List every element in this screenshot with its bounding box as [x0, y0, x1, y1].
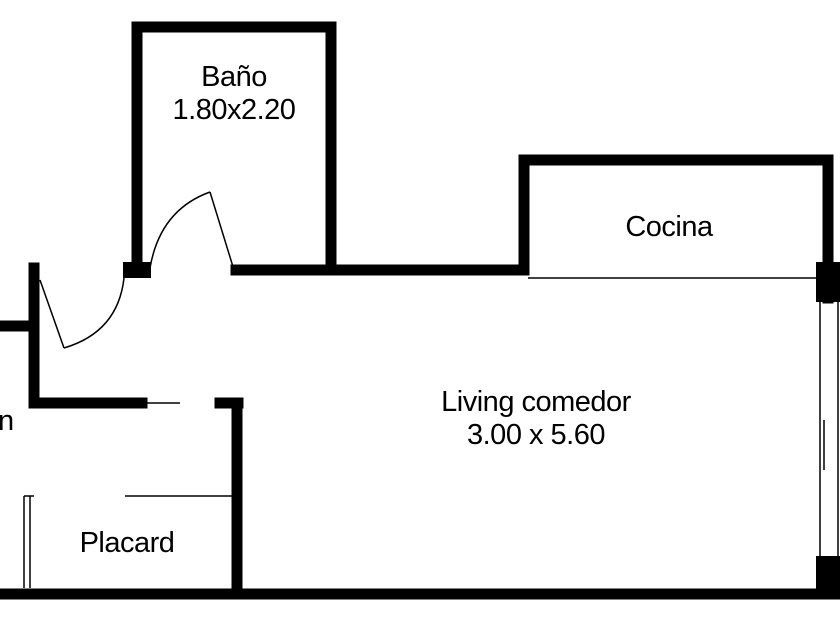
- closet-name: Placard: [80, 527, 175, 559]
- bathroom-dimensions: 1.80x2.20: [173, 94, 296, 126]
- kitchen-walls: [518, 154, 840, 304]
- bathroom-door: [149, 191, 235, 271]
- living-room-name: Living comedor: [441, 386, 631, 418]
- placard-walls: [23, 397, 244, 596]
- outer-walls: [0, 300, 840, 600]
- entry-door: [0, 262, 125, 408]
- living-room-dimensions: 3.00 x 5.60: [467, 419, 605, 451]
- kitchen-name: Cocina: [625, 211, 714, 243]
- cutoff-room-label: n: [0, 405, 14, 437]
- bathroom-name: Baño: [201, 61, 267, 93]
- bathroom-walls: [123, 21, 526, 278]
